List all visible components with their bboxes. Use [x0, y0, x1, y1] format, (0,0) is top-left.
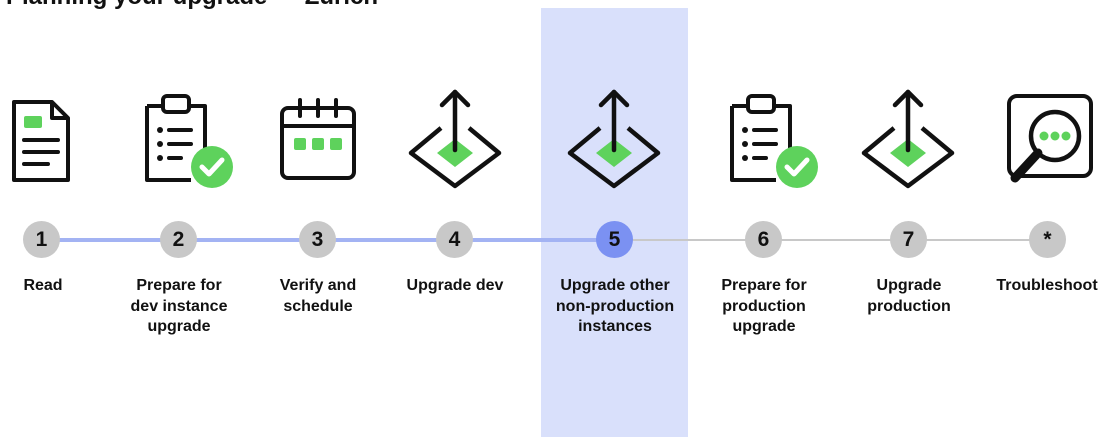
page-title: Planning your upgrade — Zurich: [6, 0, 378, 11]
step-number: 7: [890, 221, 927, 258]
progress-line-pending: [614, 239, 1048, 241]
step-label: Verify and schedule: [279, 277, 357, 315]
step-label: Troubleshoot: [996, 277, 1098, 294]
upgrade-arrow-icon: [405, 88, 505, 192]
step-label: Upgrade production: [867, 277, 951, 315]
upgrade-arrow-icon: [564, 88, 664, 192]
step-label: Prepare for dev instance upgrade: [130, 277, 228, 335]
step-label: Read: [23, 277, 63, 294]
step-number: 5: [596, 221, 633, 258]
step-label: Upgrade dev: [406, 277, 504, 294]
step-number: *: [1029, 221, 1066, 258]
document-icon: [0, 88, 92, 192]
step-label: Prepare for production upgrade: [721, 277, 807, 335]
magnifier-icon: [999, 88, 1099, 192]
step-number: 4: [436, 221, 473, 258]
step-number: 1: [23, 221, 60, 258]
clipboard-check-icon: [129, 88, 233, 192]
step-number: 2: [160, 221, 197, 258]
step-label: Upgrade other non-production instances: [555, 277, 675, 335]
calendar-icon: [268, 88, 368, 192]
step-number: 3: [299, 221, 336, 258]
step-number: 6: [745, 221, 782, 258]
upgrade-arrow-icon: [858, 88, 958, 192]
clipboard-check-icon: [714, 88, 818, 192]
